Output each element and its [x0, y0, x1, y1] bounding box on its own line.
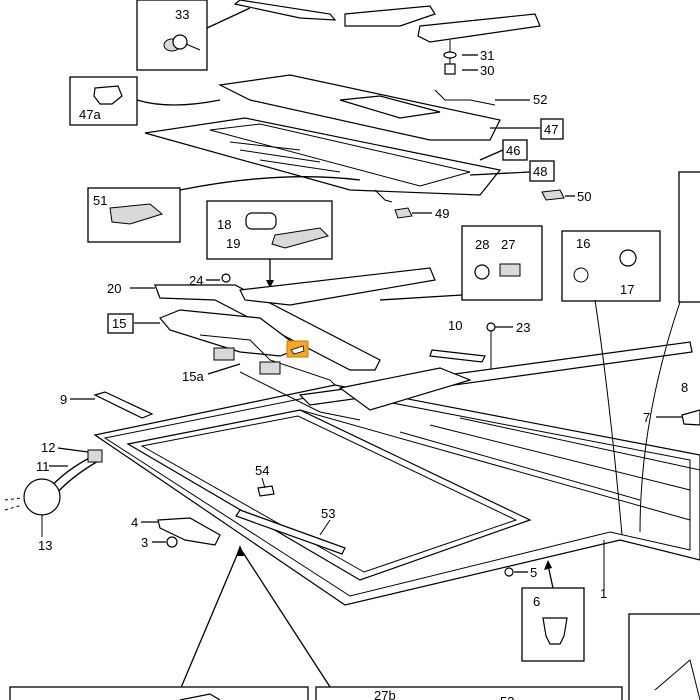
- label-8: 8: [681, 380, 688, 395]
- motor-51-icon: [109, 203, 164, 225]
- headliner-46-inner: [209, 123, 471, 187]
- label-20: 20: [107, 281, 121, 296]
- label-18: 18: [217, 217, 231, 232]
- bracket-4: [157, 517, 221, 546]
- label-27b: 27b: [374, 688, 396, 700]
- label-box-48: [529, 160, 555, 182]
- label-3: 3: [141, 535, 148, 550]
- headliner-46: [144, 117, 502, 196]
- cable-guide-top: [239, 267, 436, 306]
- screw-24: [221, 273, 231, 283]
- rail-bracket: [338, 367, 472, 411]
- label-13: 13: [38, 538, 52, 553]
- label-6: 6: [533, 594, 540, 609]
- part-box-bottom-left: [9, 686, 309, 700]
- screw-23: [486, 322, 496, 332]
- label-46: 46: [506, 143, 520, 158]
- clip-16-icon: [573, 267, 589, 283]
- highlight-pointer-icon: [290, 345, 305, 355]
- cable-52: [434, 89, 496, 106]
- label-53-bottom: 53: [500, 694, 514, 700]
- part-box-bottom-right: [628, 613, 700, 700]
- part-box-16-17: [561, 230, 661, 302]
- label-24: 24: [189, 273, 203, 288]
- label-50: 50: [577, 189, 591, 204]
- clamp-12: [87, 449, 103, 463]
- label-30: 30: [480, 63, 494, 78]
- pad-54: [257, 485, 275, 497]
- label-box-15: [107, 313, 134, 334]
- headliner-46-ribs: [229, 141, 341, 173]
- frame-47: [218, 74, 501, 141]
- label-31: 31: [480, 48, 494, 63]
- label-27: 27: [501, 237, 515, 252]
- part-box-edge: [678, 171, 700, 303]
- screw-3: [166, 536, 178, 548]
- screw-27-icon: [499, 263, 521, 277]
- strip-10: [429, 349, 486, 363]
- washer-28-icon: [474, 264, 490, 280]
- part-box-bottom-mid: [315, 686, 623, 700]
- label-49: 49: [435, 206, 449, 221]
- label-4: 4: [131, 515, 138, 530]
- label-51: 51: [93, 193, 107, 208]
- label-15a: 15a: [182, 369, 204, 384]
- label-17: 17: [620, 282, 634, 297]
- label-54: 54: [255, 463, 269, 478]
- label-1: 1: [600, 586, 607, 601]
- strip-9: [93, 391, 154, 419]
- clip-50: [541, 189, 565, 201]
- roof-panel-ribs: [299, 409, 700, 521]
- label-5: 5: [530, 565, 537, 580]
- label-box-46: [502, 139, 528, 161]
- clip-49: [394, 207, 413, 219]
- label-19: 19: [226, 236, 240, 251]
- seal-18-icon: [245, 212, 277, 230]
- seal-53: [235, 509, 346, 555]
- seal-19-icon: [271, 227, 329, 249]
- screw-5: [504, 567, 514, 577]
- part-box-33: [136, 0, 208, 71]
- frame-47-opening: [339, 95, 441, 119]
- nut-30: [444, 63, 456, 75]
- label-16: 16: [576, 236, 590, 251]
- label-47a: 47a: [79, 107, 101, 122]
- label-48: 48: [533, 164, 547, 179]
- washer-31: [443, 51, 457, 59]
- deflector-arm: [233, 0, 337, 21]
- bracket-15a-a: [213, 347, 235, 361]
- label-47: 47: [544, 122, 558, 137]
- label-box-47: [540, 118, 564, 140]
- label-7: 7: [643, 410, 650, 425]
- label-53: 53: [321, 506, 335, 521]
- label-9: 9: [60, 392, 67, 407]
- part-33-clip-icon: [163, 34, 201, 52]
- label-33: 33: [175, 7, 189, 22]
- label-23: 23: [516, 320, 530, 335]
- label-52: 52: [533, 92, 547, 107]
- slide-rail-top-left: [344, 5, 436, 27]
- label-12: 12: [41, 440, 55, 455]
- clip-47a-icon: [93, 85, 123, 105]
- ring-17-icon: [619, 249, 637, 267]
- label-15: 15: [112, 316, 126, 331]
- part-7: [681, 409, 700, 426]
- bracket-15a-b: [259, 361, 281, 375]
- label-11: 11: [36, 459, 50, 474]
- part-box-27-28: [461, 225, 543, 301]
- label-10: 10: [448, 318, 462, 333]
- sunroof-opening: [126, 409, 532, 581]
- part-box-51: [87, 187, 181, 243]
- slide-rail-top-right: [417, 13, 541, 43]
- drain-bulb-13: [23, 478, 61, 516]
- label-28: 28: [475, 237, 489, 252]
- clip-6-icon: [542, 617, 568, 645]
